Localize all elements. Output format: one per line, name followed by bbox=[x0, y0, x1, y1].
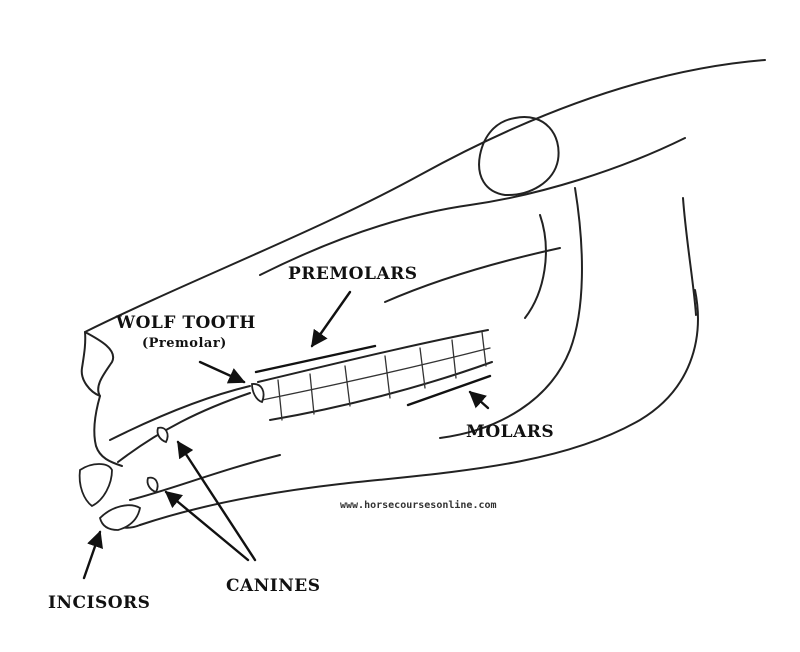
upper-canine bbox=[156, 426, 169, 444]
lower-canine bbox=[146, 476, 159, 494]
wolf-tooth bbox=[251, 383, 265, 404]
premolars-arrow bbox=[310, 290, 352, 348]
canines-arrow-upper bbox=[176, 440, 257, 562]
upper-muzzle bbox=[93, 395, 123, 467]
jaw-ramus bbox=[682, 197, 697, 316]
premolars-span-line bbox=[254, 344, 377, 374]
skull-top-profile bbox=[84, 59, 766, 333]
tooth-dividers bbox=[277, 331, 487, 421]
cheek-teeth-row bbox=[78, 329, 493, 531]
teeth-row-top bbox=[257, 329, 489, 383]
jaw-back-curve bbox=[439, 187, 583, 439]
eye-socket bbox=[478, 116, 560, 197]
upper-incisors bbox=[78, 463, 113, 508]
teeth-row-bottom bbox=[269, 361, 493, 421]
molars-span-line bbox=[406, 374, 492, 407]
wolf-tooth-arrow bbox=[198, 360, 246, 384]
label-wolf-tooth-sub: (Premolar) bbox=[142, 336, 227, 351]
annotations bbox=[82, 290, 492, 580]
lower-jaw-line bbox=[139, 289, 699, 526]
upper-jaw-lower-edge bbox=[117, 392, 251, 463]
label-incisors: INCISORS bbox=[48, 593, 151, 613]
label-canines: CANINES bbox=[226, 576, 321, 596]
incisors-arrow bbox=[82, 530, 103, 580]
label-premolars: PREMOLARS bbox=[288, 264, 418, 284]
watermark-url: www.horsecoursesonline.com bbox=[340, 500, 497, 511]
teeth-occlusal-line bbox=[261, 347, 491, 401]
nostril-notch bbox=[80, 331, 115, 397]
skull-outline bbox=[80, 59, 766, 529]
cheek-ridge bbox=[524, 214, 547, 319]
premaxilla-upper-edge bbox=[109, 385, 251, 441]
facial-crest bbox=[384, 247, 561, 303]
canines-arrow-lower bbox=[164, 490, 250, 562]
label-molars: MOLARS bbox=[466, 422, 555, 442]
nasal-line bbox=[259, 137, 686, 276]
molars-arrow bbox=[468, 390, 490, 410]
lower-bar-line bbox=[129, 454, 281, 501]
label-wolf-tooth: WOLF TOOTH bbox=[116, 313, 256, 333]
lower-incisors bbox=[99, 504, 142, 531]
